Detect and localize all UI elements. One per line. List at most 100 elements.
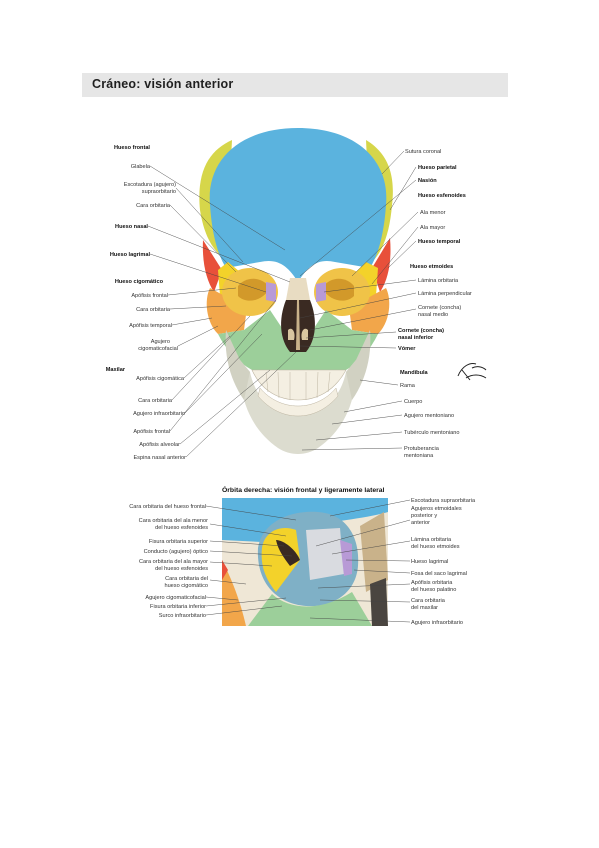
label-tuberculo-mentoniano: Tubérculo mentoniano bbox=[404, 430, 459, 436]
label-cornete-inferior-1: Cornete (concha) bbox=[398, 328, 444, 334]
label-orbit-agujero-infra: Agujero infraorbitario bbox=[411, 620, 463, 626]
label-escotadura: Escotadura (agujero) bbox=[124, 182, 176, 188]
label-orbit-anterior: anterior bbox=[411, 520, 430, 526]
label-cigomaticofacial: cigomaticofacial bbox=[138, 346, 178, 352]
zygomatic-bone-left bbox=[206, 288, 248, 334]
label-orbit-palatino-1: Apófisis orbitaria bbox=[411, 580, 453, 586]
label-agujero-infraorbitario: Agujero infraorbitario bbox=[133, 411, 185, 417]
label-orbit-lamina-1: Lámina orbitaria bbox=[411, 537, 452, 543]
label-orbit-ala-menor-2: del hueso esfenoides bbox=[155, 525, 208, 531]
label-orbit-fosa-saco: Fosa del saco lagrimal bbox=[411, 571, 467, 577]
label-hueso-nasal: Hueso nasal bbox=[115, 224, 148, 230]
orbit-sphenoid bbox=[261, 528, 300, 592]
vomer bbox=[296, 300, 300, 350]
label-orbit-agujero-cig: Agujero cigomaticofacial bbox=[145, 595, 206, 601]
label-cara-orbitaria-max: Cara orbitaria bbox=[138, 398, 173, 404]
leader-lines-orbit bbox=[205, 499, 411, 623]
label-vomer: Vómer bbox=[398, 346, 416, 352]
label-hueso-cigomatico: Hueso cigomático bbox=[115, 279, 164, 285]
label-nasion: Nasión bbox=[418, 178, 437, 184]
label-cara-orbitaria-frontal: Cara orbitaria bbox=[136, 203, 171, 209]
label-orbit-fisura-inferior: Fisura orbitaria inferior bbox=[150, 604, 206, 610]
label-hueso-lagrimal: Hueso lagrimal bbox=[110, 252, 151, 258]
maxilla bbox=[218, 310, 378, 370]
label-maxilar: Maxilar bbox=[106, 367, 126, 373]
label-hueso-temporal: Hueso temporal bbox=[418, 239, 461, 245]
skull-anterior-drawing bbox=[199, 128, 393, 454]
label-orbit-lamina-2: del hueso etmoides bbox=[411, 544, 460, 550]
labels-anterior-left: Hueso frontal Glabela Escotadura (agujer… bbox=[106, 145, 186, 461]
label-orbit-fisura-superior: Fisura orbitaria superior bbox=[149, 539, 208, 545]
label-orbit-ala-menor-1: Cara orbitaria del ala menor bbox=[139, 518, 208, 524]
ethmoid-orbital-right bbox=[316, 282, 326, 302]
orbit-zygomatic-region bbox=[222, 560, 246, 626]
orbit-temporal-region bbox=[222, 560, 228, 580]
label-orbit-agujeros-etmoidales: Agujeros etmoidales bbox=[411, 506, 462, 512]
ethmoid-orbital-left bbox=[266, 282, 276, 302]
orbit-view-title: Órbita derecha: visión frontal y ligeram… bbox=[222, 485, 385, 494]
label-orbit-palatino-2: del hueso palatino bbox=[411, 587, 456, 593]
labels-orbit-left: Cara orbitaria del hueso frontal Cara or… bbox=[129, 504, 208, 619]
page-title: Cráneo: visión anterior bbox=[92, 77, 234, 91]
label-orbit-ala-mayor-2: del hueso esfenoides bbox=[155, 566, 208, 572]
label-orbit-maxilar-2: del maxilar bbox=[411, 605, 438, 611]
label-mandibula: Mandíbula bbox=[400, 370, 429, 376]
label-supraorbitario: supraorbitario bbox=[142, 189, 176, 195]
temporal-bone bbox=[202, 240, 222, 292]
label-espina-nasal: Espina nasal anterior bbox=[133, 455, 186, 461]
label-mentoniana: mentoniana bbox=[404, 453, 434, 459]
upper-teeth bbox=[251, 369, 347, 401]
label-cornete-medio-2: nasal medio bbox=[418, 312, 448, 318]
label-hueso-parietal: Hueso parietal bbox=[418, 165, 457, 171]
label-apofisis-alveolar: Apófisis alveolar bbox=[139, 442, 180, 448]
label-orbit-lagrimal: Hueso lagrimal bbox=[411, 559, 448, 565]
frontal-bone bbox=[209, 128, 387, 282]
orbit-shadow-right bbox=[322, 278, 354, 301]
label-hueso-esfenoides: Hueso esfenoides bbox=[418, 193, 466, 199]
labels-orbit-right: Escotadura supraorbitaria Agujeros etmoi… bbox=[411, 498, 476, 626]
title-bar: Cráneo: visión anterior bbox=[82, 73, 508, 97]
label-rama: Rama bbox=[400, 383, 416, 389]
nasal-bone bbox=[286, 278, 310, 300]
label-ala-menor: Ala menor bbox=[420, 210, 446, 216]
artist-signature bbox=[457, 363, 487, 381]
label-orbit-conducto-optico: Conducto (agujero) óptico bbox=[144, 549, 208, 555]
orbit-fissure bbox=[276, 540, 300, 566]
orbit-nasal-dark bbox=[370, 578, 388, 626]
nasal-concha-inferior-right bbox=[301, 328, 308, 340]
leader-lines-anterior-right bbox=[299, 150, 419, 451]
label-orbit-escotadura: Escotadura supraorbitaria bbox=[411, 498, 476, 504]
nasal-concha-inferior bbox=[288, 328, 295, 340]
label-orbit-surco: Surco infraorbitario bbox=[159, 613, 206, 619]
upper-teeth-lines bbox=[265, 371, 331, 400]
label-lamina-perpendicular: Lámina perpendicular bbox=[418, 291, 472, 297]
labels-anterior-right: Sutura coronal Hueso parietal Nasión Hue… bbox=[398, 149, 472, 459]
label-apofisis-frontal-cig: Apófisis frontal bbox=[131, 293, 168, 299]
label-apofisis-cigomatica: Apófisis cigomática bbox=[136, 376, 185, 382]
mandible-ramus-left bbox=[225, 330, 250, 400]
zygomatic-bone-right bbox=[348, 288, 390, 334]
orbit-shadow-left bbox=[238, 278, 270, 301]
label-apofisis-frontal-max: Apófisis frontal bbox=[133, 429, 170, 435]
orbit-ethmoid bbox=[306, 528, 344, 580]
mandible bbox=[239, 360, 357, 454]
label-orbit-cigomatico-2: hueso cigomático bbox=[164, 583, 208, 589]
label-orbit-ala-mayor-1: Cara orbitaria del ala mayor bbox=[139, 559, 208, 565]
label-cuerpo: Cuerpo bbox=[404, 399, 422, 405]
label-agujero: Agujero bbox=[151, 339, 170, 345]
label-cornete-medio-1: Cornete (concha) bbox=[418, 305, 461, 311]
label-ala-mayor: Ala mayor bbox=[420, 225, 445, 231]
label-lamina-orbitaria: Lámina orbitaria bbox=[418, 278, 459, 284]
orbit-drawing bbox=[222, 498, 388, 626]
label-protuberancia: Protuberancia bbox=[404, 446, 440, 452]
label-glabela: Glabela bbox=[131, 164, 151, 170]
label-cornete-inferior-2: nasal inferior bbox=[398, 335, 434, 341]
label-hueso-frontal: Hueso frontal bbox=[114, 145, 150, 151]
label-orbit-cigomatico-1: Cara orbitaria del bbox=[165, 576, 208, 582]
label-orbit-frontal: Cara orbitaria del hueso frontal bbox=[129, 504, 206, 510]
label-apofisis-temporal: Apófisis temporal bbox=[129, 323, 172, 329]
label-hueso-etmoides: Hueso etmoides bbox=[410, 264, 453, 270]
label-agujero-mentoniano: Agujero mentoniano bbox=[404, 413, 454, 419]
label-orbit-maxilar-1: Cara orbitaria bbox=[411, 598, 446, 604]
